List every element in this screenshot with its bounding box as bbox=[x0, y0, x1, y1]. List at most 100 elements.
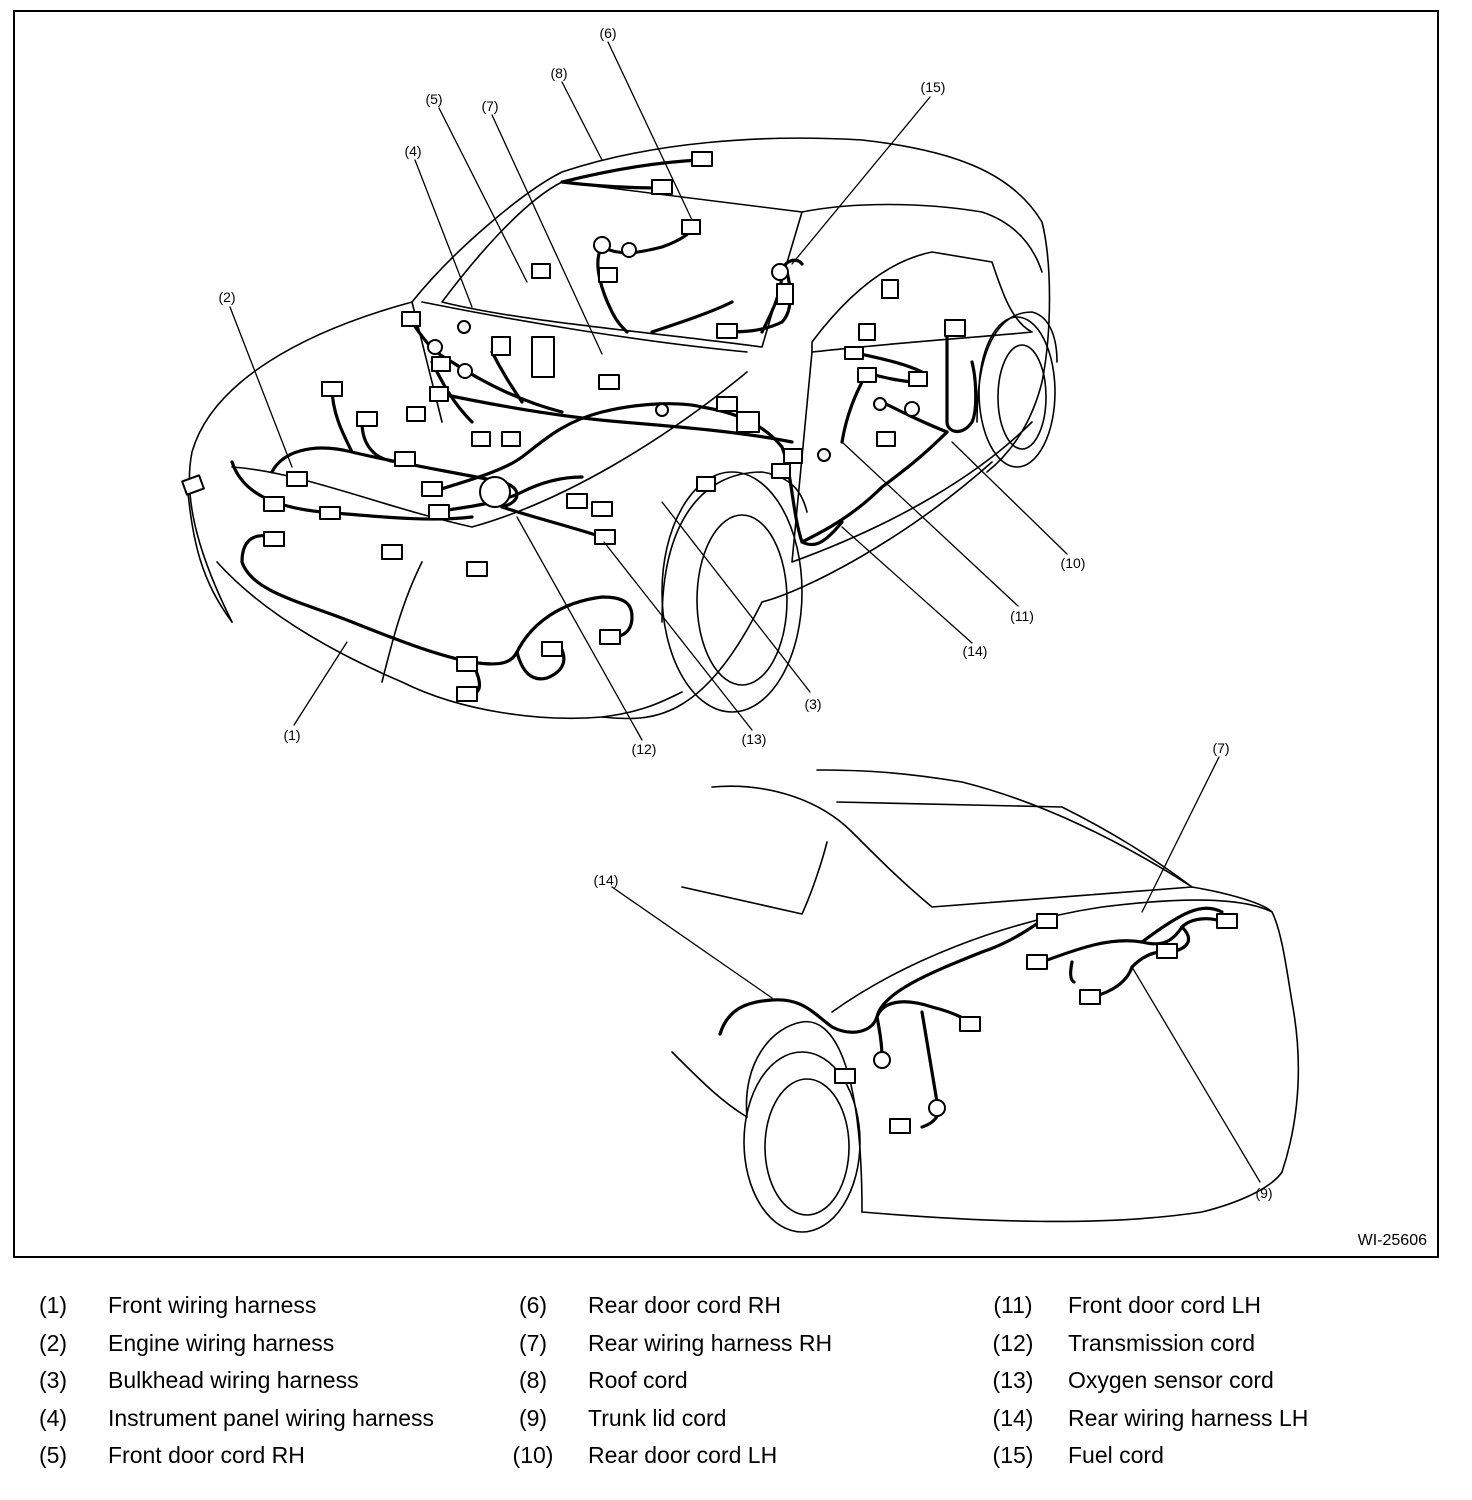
legend-number: (14) bbox=[992, 1404, 1034, 1431]
grommet bbox=[593, 236, 611, 254]
connector bbox=[776, 283, 794, 305]
connector bbox=[691, 151, 713, 167]
legend-number: (6) bbox=[518, 1292, 548, 1318]
leader-line bbox=[841, 526, 973, 644]
connector bbox=[591, 501, 613, 517]
connector bbox=[429, 386, 449, 402]
legend-label: Trunk lid cord bbox=[588, 1404, 727, 1431]
leader-line bbox=[561, 81, 603, 161]
connector bbox=[1079, 989, 1101, 1005]
callout-label-8: (8) bbox=[550, 65, 567, 81]
legend-label: Rear wiring harness RH bbox=[588, 1329, 833, 1356]
dash-harness-line bbox=[430, 390, 794, 444]
grommet bbox=[928, 1099, 946, 1117]
grommet bbox=[479, 476, 511, 508]
connector bbox=[889, 1118, 911, 1134]
legend-number: (12) bbox=[992, 1329, 1034, 1356]
legend-label: Fuel cord bbox=[1068, 1442, 1164, 1468]
car-bumper-line bbox=[381, 561, 423, 683]
legend-number: (5) bbox=[38, 1442, 68, 1468]
legend-label: Instrument panel wiring harness bbox=[108, 1404, 434, 1431]
legend-number: (4) bbox=[38, 1404, 68, 1431]
connector bbox=[908, 371, 928, 387]
connector bbox=[531, 263, 551, 279]
legend-number: (11) bbox=[993, 1292, 1033, 1318]
rear-wheel-arch bbox=[976, 311, 1058, 423]
grommet bbox=[655, 403, 669, 417]
connector bbox=[263, 531, 285, 547]
leader-line bbox=[438, 107, 528, 283]
legend-label: Roof cord bbox=[588, 1367, 688, 1393]
rear-car-side bbox=[681, 841, 828, 915]
legend-label: Front door cord RH bbox=[108, 1442, 305, 1468]
connectors-bottom bbox=[834, 913, 1238, 1134]
legend-number: (13) bbox=[992, 1367, 1034, 1393]
connector bbox=[771, 463, 791, 479]
legend-number: (9) bbox=[518, 1404, 548, 1431]
connector bbox=[716, 323, 738, 339]
car-windshield bbox=[441, 181, 803, 348]
grommet bbox=[457, 320, 471, 334]
connector bbox=[736, 411, 760, 433]
connector bbox=[286, 471, 308, 487]
grommet bbox=[457, 363, 473, 379]
callout-label-2: (2) bbox=[218, 289, 235, 305]
bulkhead-wiring-harness bbox=[430, 402, 844, 547]
rear-car-trunk-edge bbox=[1191, 886, 1273, 913]
grommet bbox=[427, 339, 443, 355]
rear-wheel-outer bbox=[978, 316, 1056, 468]
legend-label: Front wiring harness bbox=[108, 1292, 317, 1318]
callout-label-7-rear: (7) bbox=[1212, 740, 1229, 756]
wiring-diagram: (6) (8) (5) (7) (4) (15) (2) (10) (11) (… bbox=[181, 25, 1300, 1233]
grommet bbox=[904, 401, 920, 417]
rear-wheel-inner bbox=[997, 344, 1047, 450]
connector bbox=[531, 336, 555, 378]
front-wheel-inner bbox=[696, 514, 788, 686]
connector bbox=[783, 448, 803, 464]
connector bbox=[471, 431, 491, 447]
connector bbox=[881, 279, 899, 299]
connector bbox=[834, 1068, 856, 1084]
leader-line bbox=[229, 306, 293, 468]
grommets-top bbox=[427, 236, 920, 508]
connector bbox=[944, 319, 966, 337]
callout-label-14-rear: (14) bbox=[594, 872, 619, 888]
leader-line bbox=[841, 441, 1019, 607]
callout-label-11: (11) bbox=[1010, 608, 1034, 624]
car-windshield-base bbox=[421, 301, 748, 353]
rear-car-lower bbox=[671, 1051, 748, 1118]
leader-line bbox=[603, 541, 753, 731]
connector bbox=[594, 529, 616, 545]
legend-number: (8) bbox=[518, 1367, 548, 1393]
connector bbox=[681, 219, 701, 235]
front-wheel-arch bbox=[661, 471, 808, 623]
connector bbox=[491, 336, 511, 356]
connector bbox=[598, 267, 618, 283]
legend-number: (10) bbox=[512, 1442, 554, 1468]
car-side-window bbox=[811, 251, 1033, 353]
car-lower-body bbox=[601, 461, 993, 720]
grommet bbox=[771, 263, 789, 281]
rear-harness-lh bbox=[800, 430, 949, 544]
connector bbox=[421, 481, 443, 497]
connector bbox=[428, 504, 450, 520]
oxygen-sensor-cord bbox=[500, 505, 604, 539]
grommet bbox=[817, 448, 831, 462]
leader-line bbox=[951, 441, 1068, 555]
rear-door-cord-lh bbox=[945, 330, 978, 433]
callout-label-15: (15) bbox=[921, 79, 946, 95]
legend-label: Bulkhead wiring harness bbox=[108, 1367, 359, 1393]
legend-label: Rear door cord RH bbox=[588, 1292, 782, 1318]
connector bbox=[598, 374, 620, 390]
car-fender-left bbox=[186, 481, 233, 623]
callout-label-3: (3) bbox=[804, 696, 821, 712]
connector bbox=[1026, 954, 1048, 970]
connector bbox=[716, 396, 738, 412]
rear-car-trunk bbox=[831, 899, 1300, 1173]
callout-label-6: (6) bbox=[599, 25, 616, 41]
rear-car-wheel-inner bbox=[764, 1078, 850, 1216]
callout-label-7: (7) bbox=[481, 98, 498, 114]
rear-car-roof bbox=[711, 769, 1193, 908]
figure-id: WI-25606 bbox=[1357, 1232, 1427, 1249]
car-front-bumper bbox=[216, 561, 683, 719]
